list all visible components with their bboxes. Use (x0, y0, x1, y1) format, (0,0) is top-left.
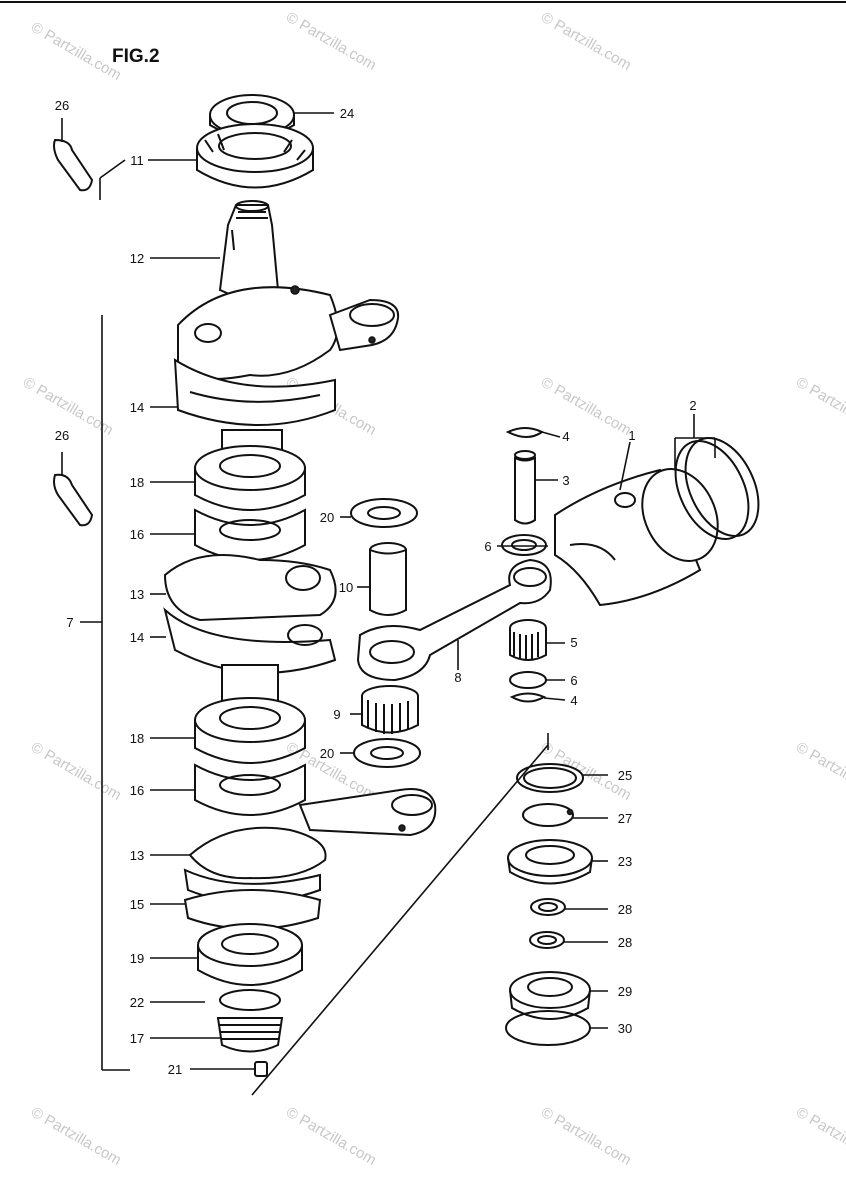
figure-title: FIG.2 (112, 46, 160, 67)
callout-26: 26 (55, 428, 69, 443)
part-28-oil-seal-lower (529, 931, 565, 949)
part-2-piston-rings (674, 436, 760, 541)
callout-28: 28 (618, 935, 632, 950)
part-6-washer-lower (509, 671, 547, 689)
part-9-needle-bearing (361, 685, 419, 734)
part-16-upper-seal-ring (194, 508, 306, 561)
watermark-text: © Partzilla.com (793, 374, 846, 439)
lower-conrod-arm (298, 788, 437, 837)
callout-2: 2 (689, 398, 696, 413)
part-13-middle-web (163, 554, 337, 674)
crankshaft-assembly (163, 94, 437, 1077)
callout-18: 18 (130, 731, 144, 746)
callout-3: 3 (562, 473, 569, 488)
callout-13: 13 (130, 848, 144, 863)
callout-14: 14 (130, 630, 144, 645)
part-10-sleeve (369, 542, 407, 616)
callout-4: 4 (570, 693, 577, 708)
part-20-washer-upper (350, 498, 418, 528)
callout-5: 5 (570, 635, 577, 650)
callout-13: 13 (130, 587, 144, 602)
callout-11: 11 (130, 153, 144, 168)
lower-seal-stack (505, 763, 593, 1046)
watermark-text: © Partzilla.com (28, 739, 124, 804)
callout-26: 26 (55, 98, 69, 113)
callout-30: 30 (618, 1021, 632, 1036)
part-17-spline-end (216, 1017, 284, 1053)
callout-labels: 2 1 4 3 6 5 6 4 8 9 10 20 20 26 26 24 11… (55, 98, 697, 1077)
watermark-text: © Partzilla.com (283, 1104, 379, 1169)
part-28-oil-seal-upper (530, 898, 566, 916)
callout-21: 21 (168, 1062, 182, 1077)
part-29-seal-housing (509, 971, 591, 1020)
part-16-lower-seal-ring (194, 763, 306, 816)
callout-23: 23 (618, 854, 632, 869)
part-14-upper-web (173, 285, 400, 426)
callout-12: 12 (130, 251, 144, 266)
callout-9: 9 (333, 707, 340, 722)
callout-6: 6 (570, 673, 577, 688)
part-19-bearing (197, 923, 303, 986)
callout-14: 14 (130, 400, 144, 415)
watermark-text: © Partzilla.com (793, 1104, 846, 1169)
callout-16: 16 (130, 783, 144, 798)
part-5-needle-bearing (509, 619, 547, 661)
part-6-washer-upper (501, 534, 547, 556)
part-22-ring (219, 989, 281, 1011)
part-20-washer-lower (353, 738, 421, 768)
part-25-seal-ring (516, 763, 584, 793)
part-4-circlip-top (505, 427, 544, 438)
callout-10: 10 (339, 580, 353, 595)
watermark-text: © Partzilla.com (283, 9, 379, 74)
part-27-snap-ring (522, 803, 574, 827)
part-12-upper-shaft (218, 200, 280, 299)
part-30-o-ring (505, 1010, 591, 1046)
callout-6: 6 (484, 539, 491, 554)
watermark-text: © Partzilla.com (538, 374, 634, 439)
callout-27: 27 (618, 811, 632, 826)
callout-8: 8 (454, 670, 461, 685)
part-18-lower-bearing (194, 664, 306, 764)
callout-22: 22 (130, 995, 144, 1010)
part-8-connecting-rod (356, 558, 552, 682)
callout-1: 1 (628, 428, 635, 443)
part-23-seal-housing (507, 839, 593, 885)
part-11-bearing (196, 123, 314, 189)
watermark-text: © Partzilla.com (793, 739, 846, 804)
callout-18: 18 (130, 475, 144, 490)
callout-28: 28 (618, 902, 632, 917)
callout-29: 29 (618, 984, 632, 999)
callout-16: 16 (130, 527, 144, 542)
watermark-text: © Partzilla.com (28, 19, 124, 84)
callout-20: 20 (320, 510, 334, 525)
part-26-bearing-half-lower (53, 473, 94, 527)
leader-lines (61, 112, 716, 1096)
part-4-circlip-bottom (509, 692, 547, 703)
part-26-bearing-half-upper (53, 138, 94, 192)
callout-15: 15 (130, 897, 144, 912)
part-3-piston-pin (514, 450, 536, 525)
callout-7: 7 (66, 615, 73, 630)
callout-4: 4 (562, 429, 569, 444)
conrod-piston-assembly (350, 427, 760, 768)
part-1-piston (554, 468, 719, 607)
watermark-text: © Partzilla.com (538, 9, 634, 74)
callout-19: 19 (130, 951, 144, 966)
part-21-key (254, 1061, 268, 1077)
callout-25: 25 (618, 768, 632, 783)
callout-20: 20 (320, 746, 334, 761)
watermark-text: © Partzilla.com (538, 1104, 634, 1169)
callout-24: 24 (340, 106, 354, 121)
part-18-upper-bearing (194, 429, 306, 511)
callout-17: 17 (130, 1031, 144, 1046)
part-15-counterweight (183, 889, 322, 930)
watermark-text: © Partzilla.com (28, 1104, 124, 1169)
